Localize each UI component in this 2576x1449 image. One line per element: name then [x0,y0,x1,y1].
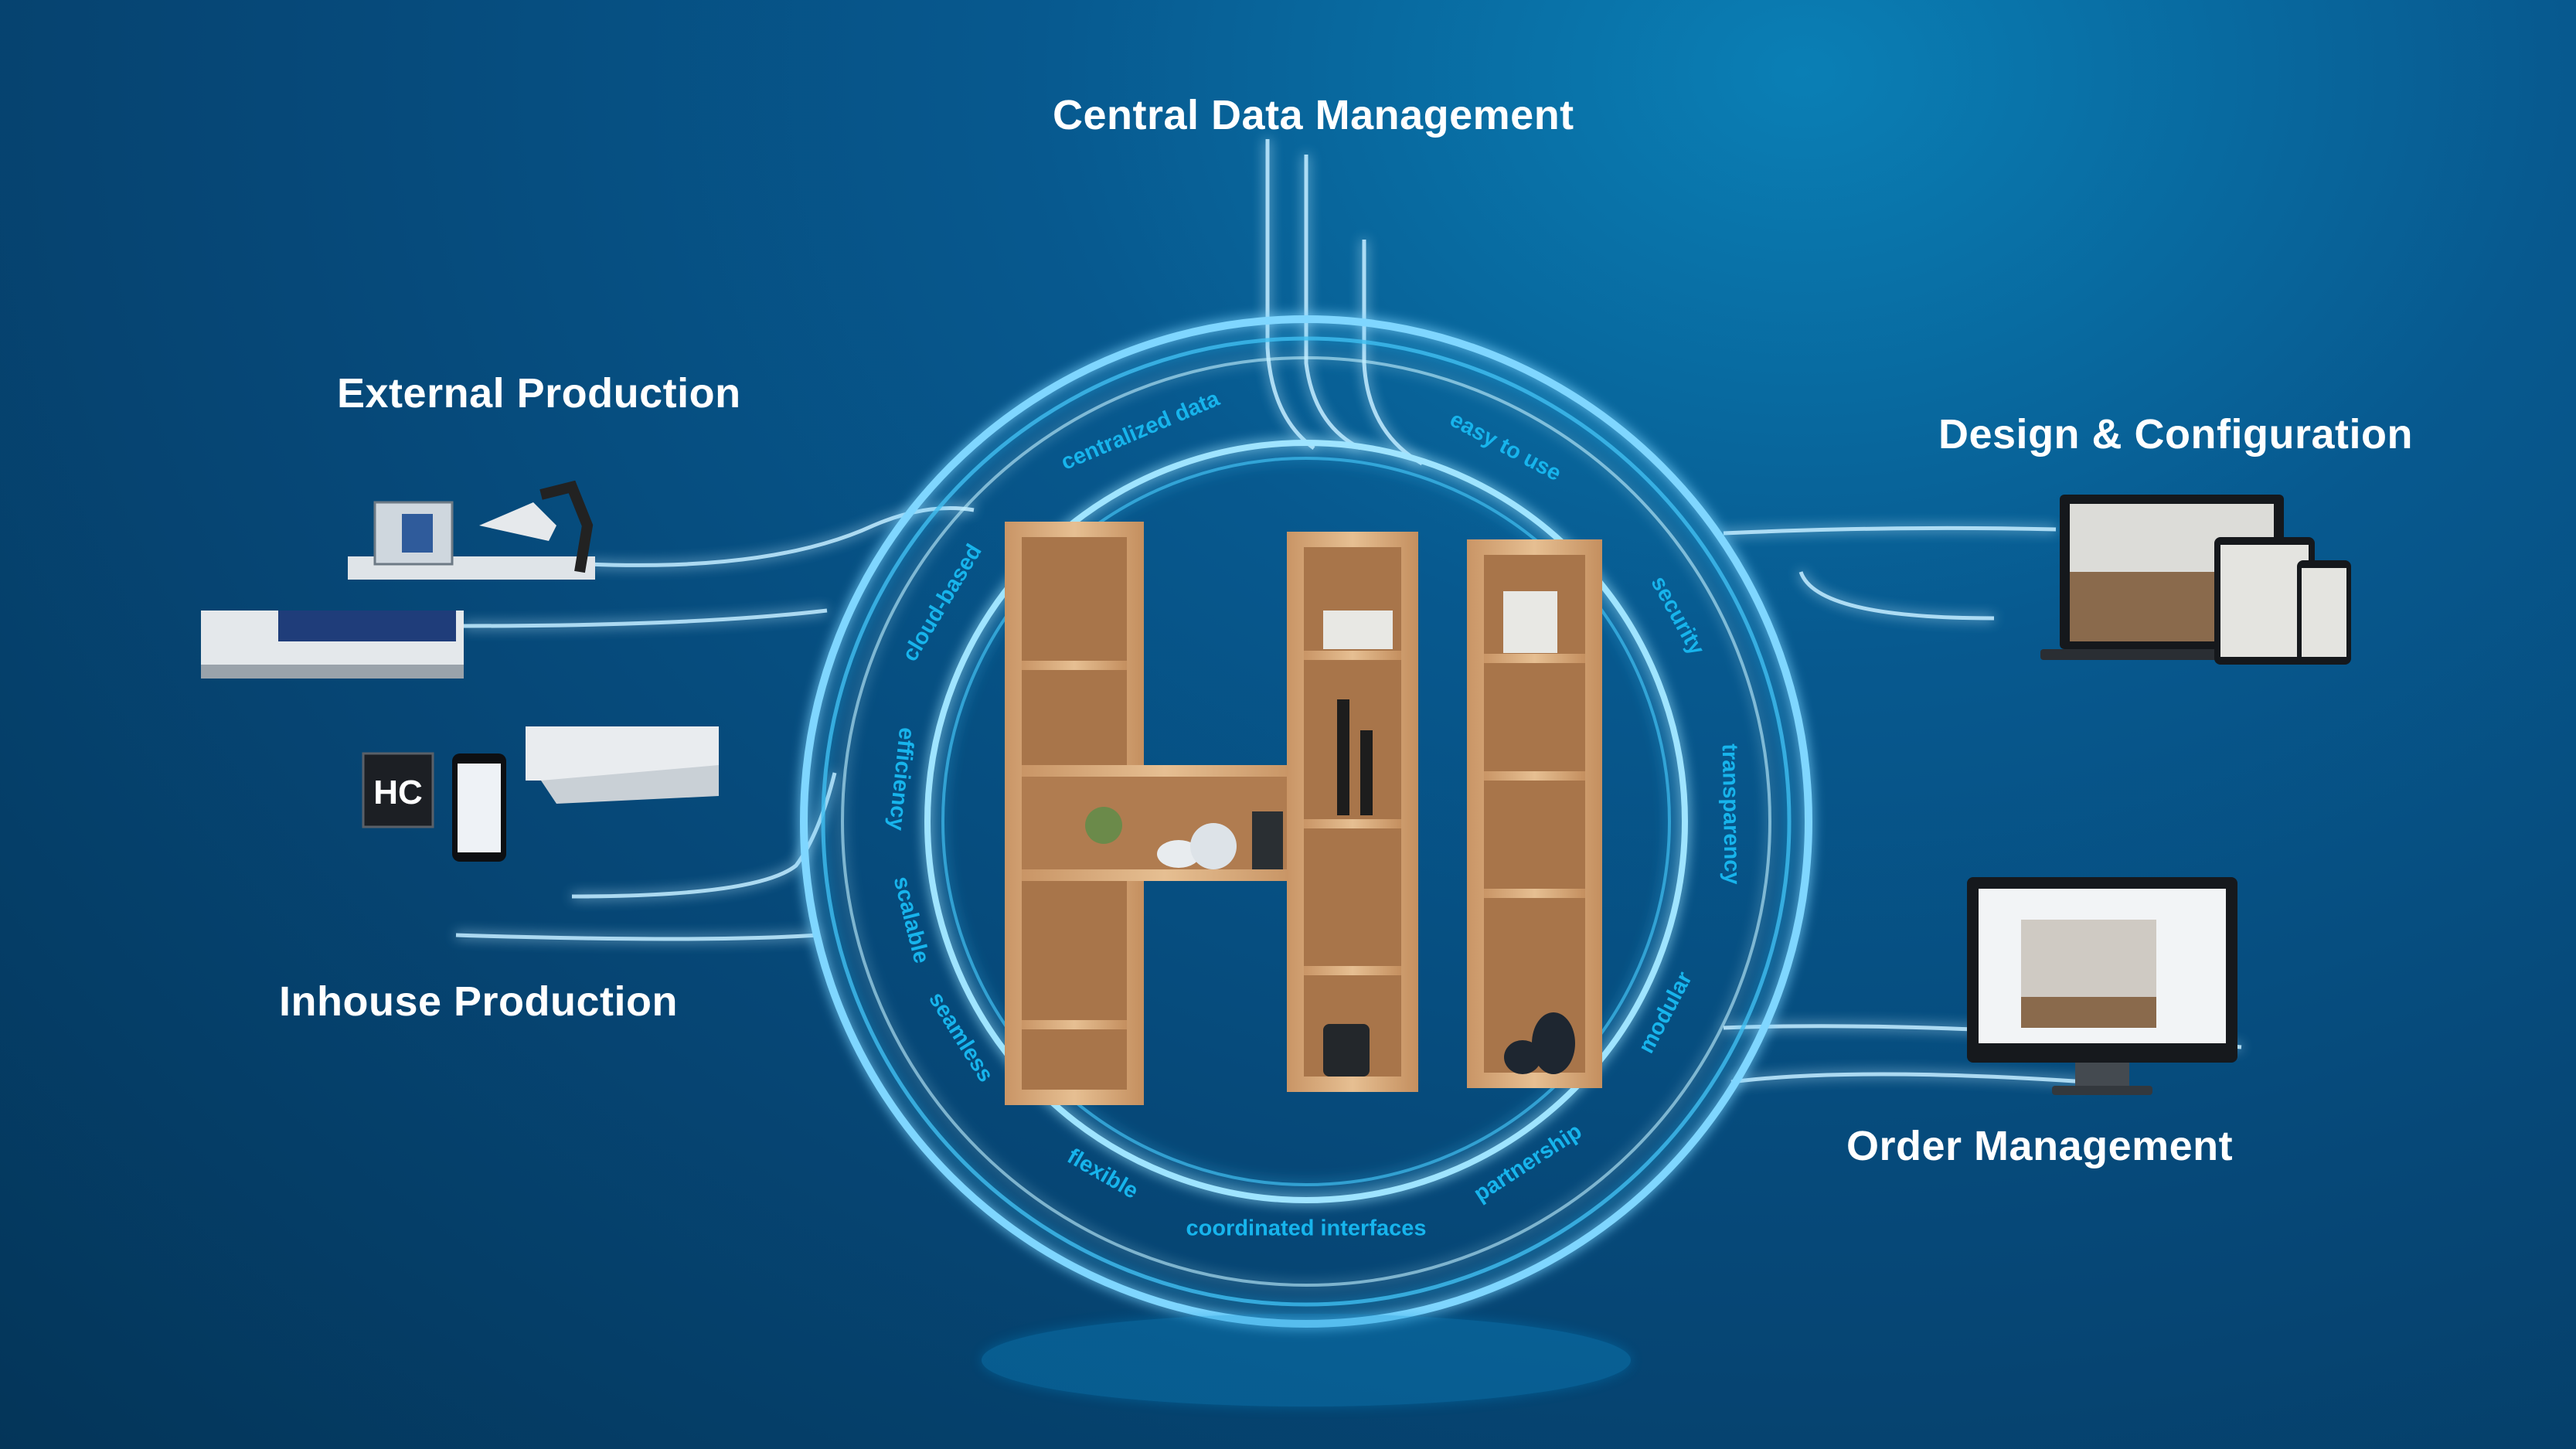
keyword-coordinated-interfaces: coordinated interfaces [1186,1216,1426,1241]
keyword-efficiency: efficiency [883,726,919,832]
keyword-modular: modular [1634,968,1697,1057]
label-external-production: External Production [337,370,741,417]
hc-badge: HC [362,752,434,828]
monitor-icon [1967,877,2237,1095]
label-central-data-management: Central Data Management [1053,92,1574,138]
keyword-scalable: scalable [889,874,934,966]
panel-saw-machine [526,726,719,804]
edgebander-machine [201,611,464,679]
tablet-icon [2214,537,2315,665]
shelf-h-crossbar [1022,765,1308,881]
keyword-security: security [1646,572,1710,659]
phone-icon [2297,560,2351,665]
plant-icon [1085,807,1122,844]
shelf-h-right [1287,532,1418,1092]
smartphone-app [452,753,506,862]
keyword-centralized-data: centralized data [1057,386,1223,474]
label-inhouse-production: Inhouse Production [279,978,678,1025]
hi-shelf-logo [1005,522,1602,1105]
design-devices [2040,495,2351,665]
floor-glow [982,1314,1631,1406]
label-order-management: Order Management [1846,1123,2234,1169]
data-rings [800,315,1812,1328]
external-production-machines: HC [201,480,719,862]
shelf-i [1467,539,1602,1088]
keyword-seamless: seamless [924,988,998,1087]
label-design-configuration: Design & Configuration [1938,411,2413,457]
keyword-transparency: transparency [1717,743,1744,885]
hc-logo-text: HC [373,774,423,811]
keyword-flexible: flexible [1063,1144,1142,1204]
cnc-robot-machine [348,480,595,580]
